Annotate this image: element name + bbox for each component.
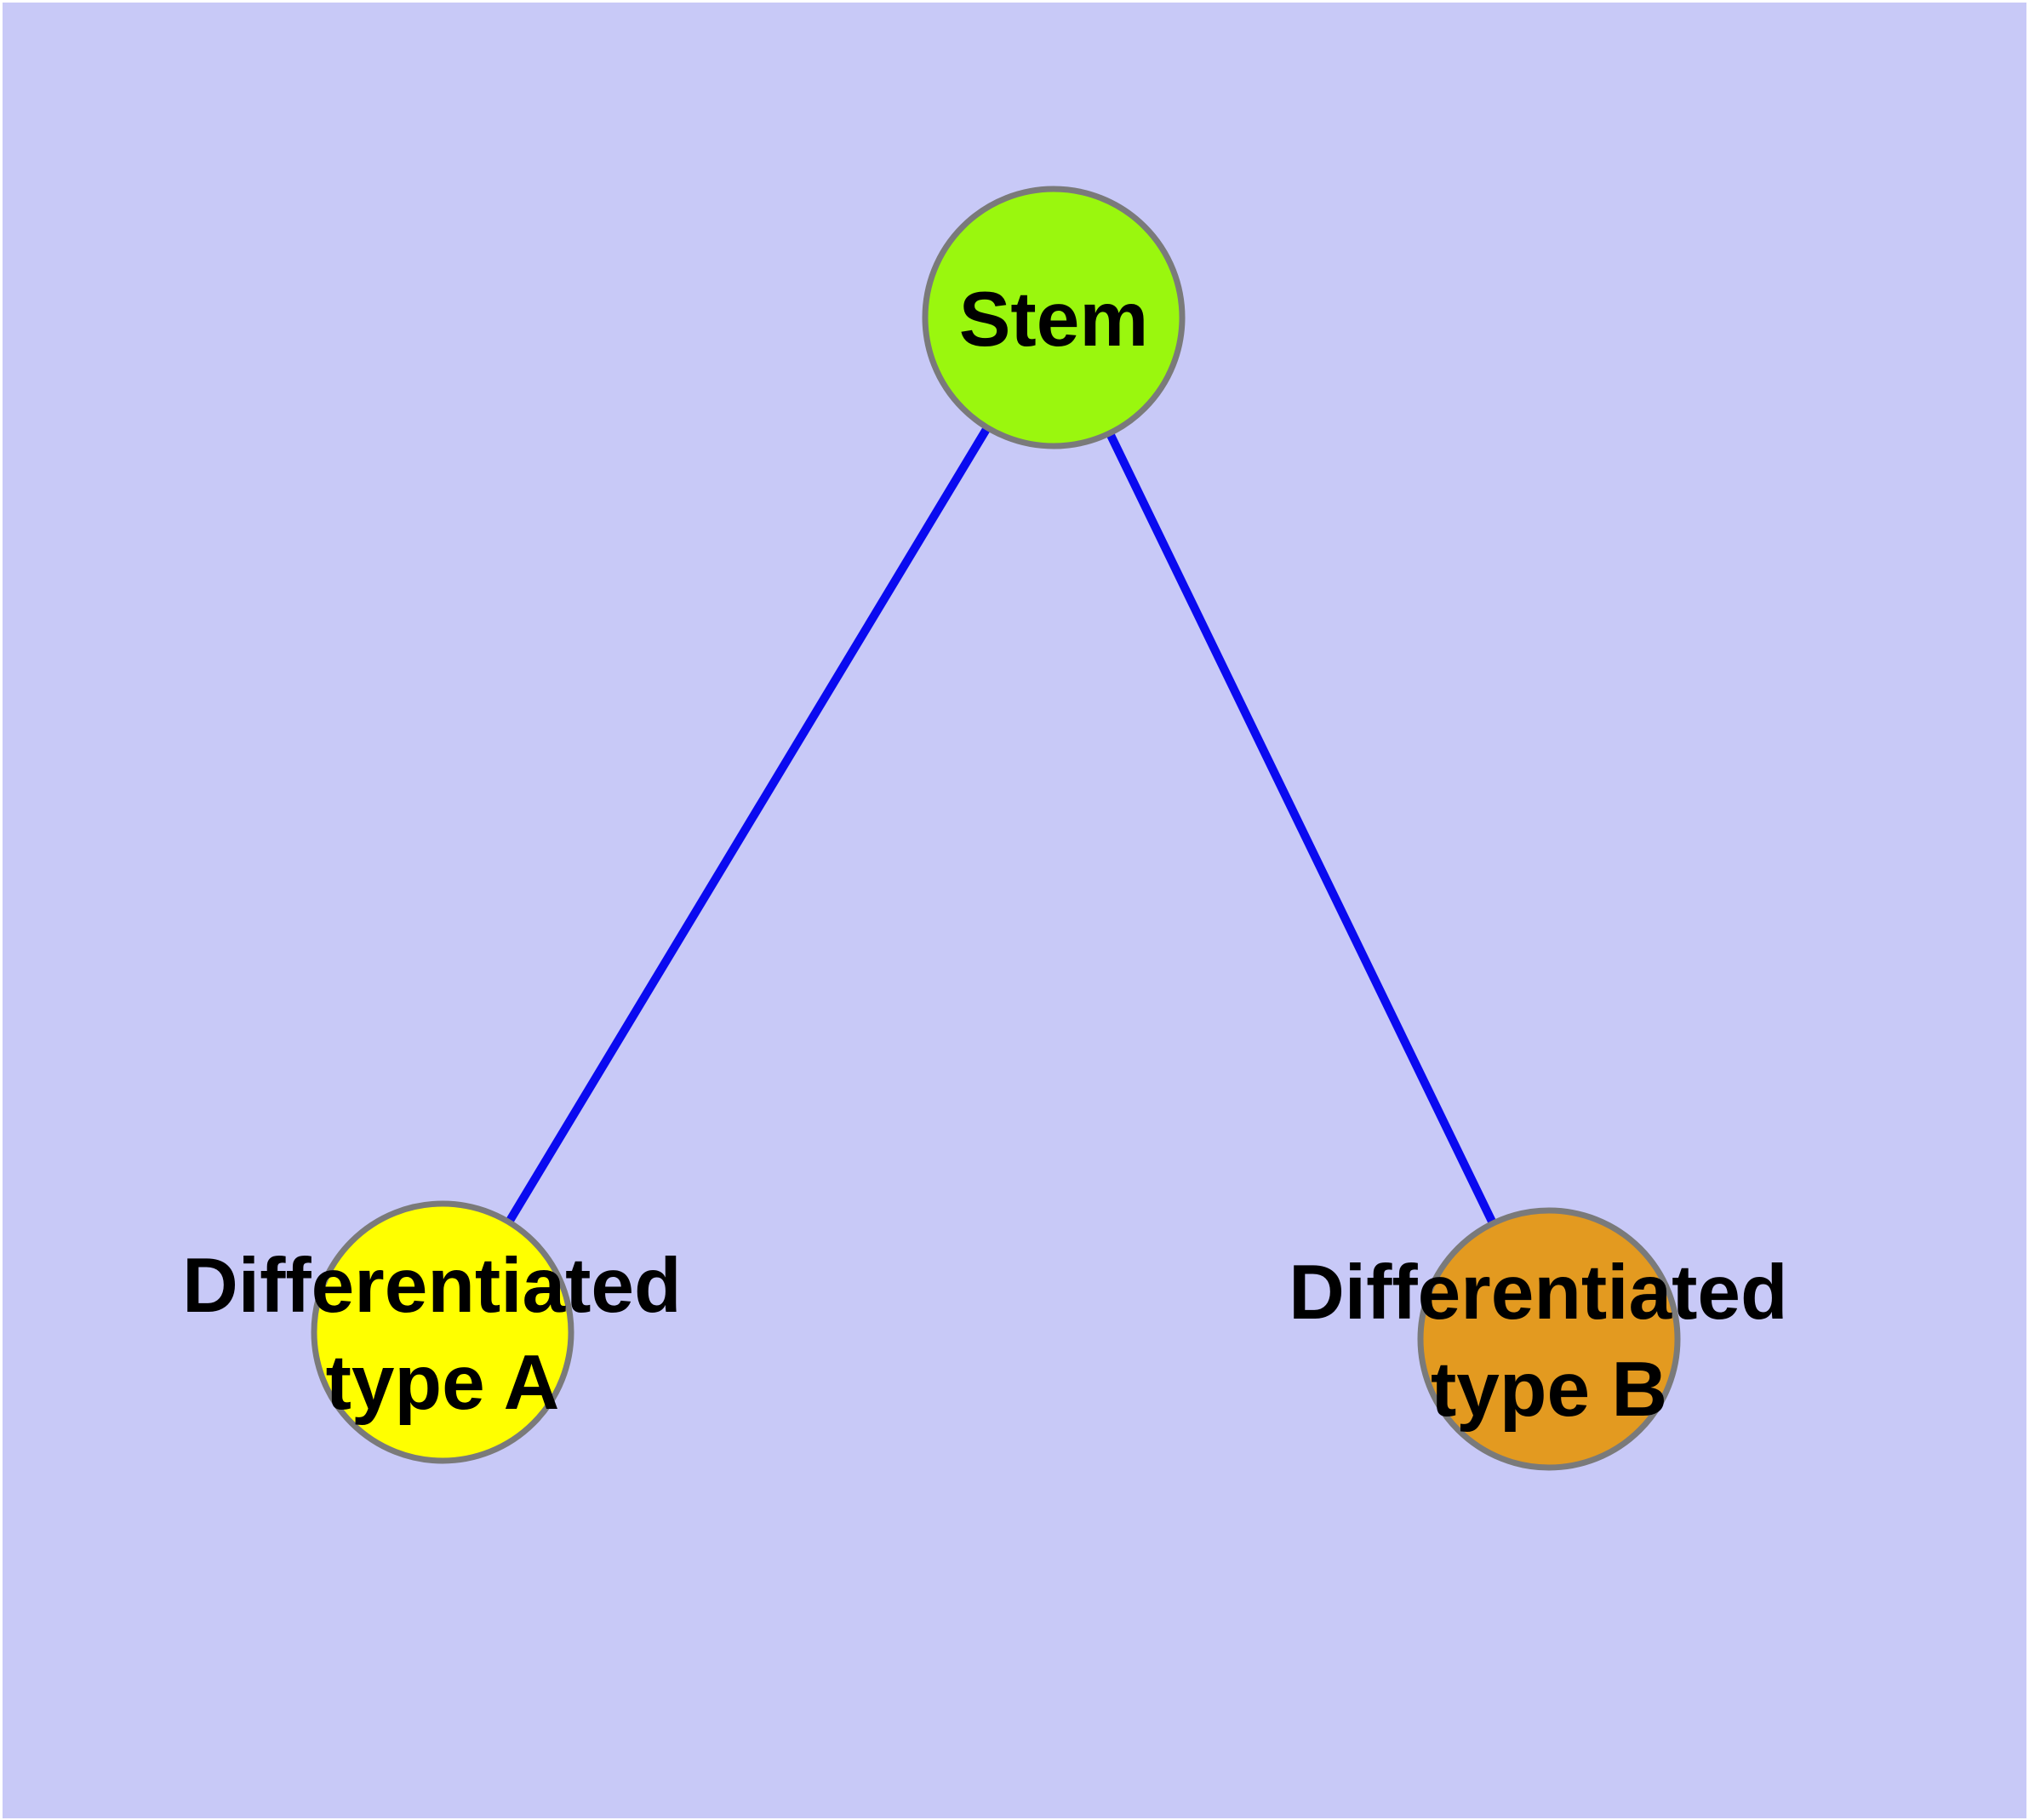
node-differentiated-type-a-circle <box>311 1200 574 1464</box>
node-differentiated-type-b-label-line2: type B <box>1431 1347 1667 1433</box>
edge-stem-to-type-b <box>1049 315 1553 1342</box>
node-differentiated-type-b-circle <box>1417 1207 1681 1471</box>
node-differentiated-type-a-label-line2: type A <box>326 1340 560 1426</box>
node-differentiated-type-b-label: Differentiated type B <box>1289 1250 1809 1433</box>
edge-stem-to-type-a <box>438 315 1058 1335</box>
node-differentiated-type-a-label-line1: Differentiated <box>182 1243 682 1329</box>
node-differentiated-type-b-label-line1: Differentiated <box>1289 1250 1788 1336</box>
node-stem-circle <box>922 186 1186 449</box>
node-stem-label: Stem <box>959 277 1149 363</box>
node-differentiated-type-a-label: Differentiated type A <box>182 1243 703 1426</box>
